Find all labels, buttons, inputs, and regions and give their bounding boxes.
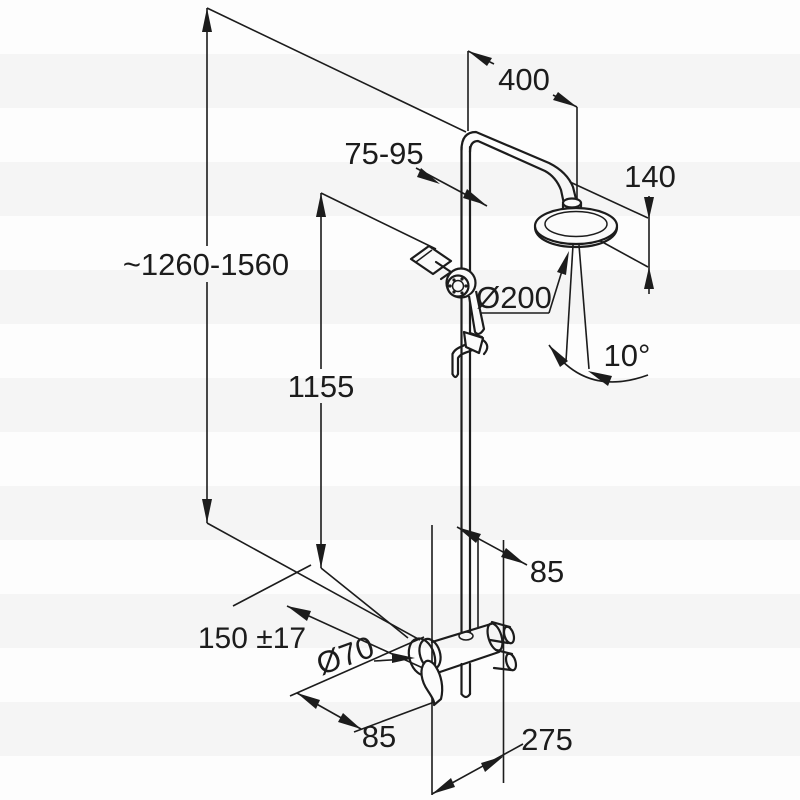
riser-pipe [460,145,472,634]
dim-rail-height [316,192,437,639]
mixer-valve [407,622,504,677]
overall-height-label: ~1260-1560 [123,247,289,282]
arm-reach-label: 400 [498,62,550,97]
pipe-wall-offset-label: 85 [530,554,564,589]
slider-holder [409,244,453,281]
escutcheon-diameter-label: Ø70 [312,629,379,682]
head-diameter-label: Ø200 [476,280,552,315]
hose-bracket [462,330,489,356]
dim-holder-range [415,167,488,207]
dim-escutcheon-diameter [373,653,415,663]
dim-handle-projection [289,636,438,733]
overhead-shower-head [533,206,619,249]
head-drop-label: 140 [624,159,676,194]
rail-height-label: 1155 [288,369,355,404]
dimension-labels: ~1260-1560 1155 400 140 Ø200 10° 75-95 8… [123,62,676,757]
dim-head-diameter [477,251,569,314]
dim-head-drop [569,181,654,294]
outlet-width-label: 275 [521,722,573,757]
wall-unions [488,620,518,672]
spray-cone [565,244,590,370]
dim-outlet-width [431,525,524,795]
lever-handle [420,659,444,707]
connection-spacing-label: 150 ±17 [198,622,306,655]
dim-spray-angle [548,344,649,386]
dim-pipe-wall-offset [456,526,528,783]
holder-range-label: 75-95 [344,136,423,171]
dim-overall-height [202,7,467,641]
spray-angle-label: 10° [604,338,651,373]
handle-projection-label: 85 [362,719,396,754]
bottom-outlet [460,662,472,699]
